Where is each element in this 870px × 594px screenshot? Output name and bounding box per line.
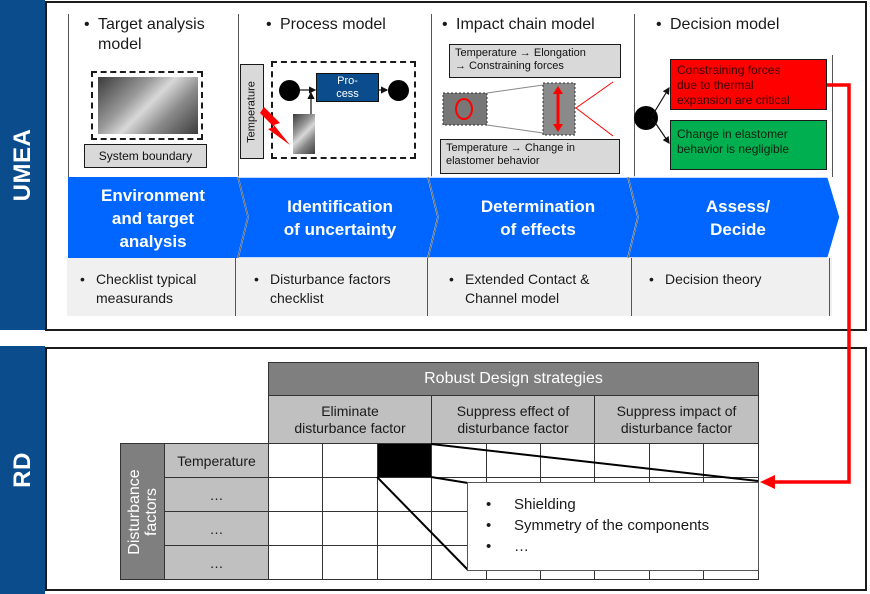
component-photo bbox=[293, 114, 315, 154]
grid-cell[interactable] bbox=[268, 443, 323, 478]
table-title: Robust Design strategies bbox=[268, 362, 759, 396]
decision-model-title: •Decision model bbox=[656, 16, 780, 33]
process-input-node bbox=[279, 80, 300, 101]
method-decide: •Decision theory bbox=[649, 271, 762, 287]
system-photo bbox=[98, 77, 198, 134]
column-divider bbox=[634, 14, 635, 177]
grid-cell[interactable] bbox=[377, 477, 432, 512]
detail-item: •Shielding bbox=[486, 496, 576, 513]
disturbance-row-label[interactable]: … bbox=[164, 545, 269, 580]
umea-section-label: UMEA bbox=[0, 0, 45, 330]
system-boundary-label: System boundary bbox=[84, 144, 207, 168]
disturbance-row-label[interactable]: Temperature bbox=[164, 443, 269, 478]
grid-cell[interactable] bbox=[322, 511, 378, 546]
chain-elastomer-box: Temperature → Change in elastomer behavi… bbox=[440, 139, 620, 174]
grid-cell[interactable] bbox=[268, 477, 323, 512]
rd-label-text: RD bbox=[8, 452, 36, 488]
grid-cell[interactable] bbox=[703, 443, 759, 478]
grid-cell[interactable] bbox=[377, 511, 432, 546]
process-model-title: •Process model bbox=[266, 16, 386, 33]
process-boundary-outline bbox=[271, 61, 416, 159]
grid-cell[interactable] bbox=[431, 443, 487, 478]
column-divider bbox=[235, 258, 236, 316]
process-box: Pro-cess bbox=[316, 73, 379, 102]
grid-cell[interactable] bbox=[649, 443, 704, 478]
decision-critical-box: Constraining forces due to thermal expan… bbox=[670, 59, 827, 110]
lightning-icon bbox=[260, 107, 290, 145]
decision-branches bbox=[651, 86, 670, 144]
grid-cell[interactable] bbox=[322, 545, 378, 580]
column-divider bbox=[832, 55, 833, 177]
umea-label-text: UMEA bbox=[8, 128, 36, 202]
impact-chain-zoom bbox=[442, 81, 614, 137]
phase-chevron-environment[interactable] bbox=[68, 177, 248, 258]
method-effects: •Extended Contact & Channel model bbox=[449, 271, 590, 306]
column-divider bbox=[431, 14, 432, 177]
process-model-arrows bbox=[260, 86, 389, 145]
decision-node bbox=[634, 106, 658, 130]
impact-chain-title: •Impact chain model bbox=[442, 16, 595, 33]
phase-label-decide: Assess/ Decide bbox=[705, 197, 771, 239]
grid-cell[interactable] bbox=[268, 511, 323, 546]
grid-cell[interactable] bbox=[322, 477, 378, 512]
decision-negligible-box: Change in elastomer behavior is negligib… bbox=[670, 120, 827, 170]
detail-item: •Symmetry of the components bbox=[486, 517, 710, 534]
grid-cell-highlighted[interactable] bbox=[377, 443, 432, 478]
column-divider bbox=[829, 258, 830, 316]
grid-cell[interactable] bbox=[268, 545, 323, 580]
phase-label-uncertainty: Identification of uncertainty bbox=[283, 197, 397, 239]
strategy-detail-popup: •Shielding •Symmetry of the components •… bbox=[467, 482, 759, 571]
phase-label-environment: Environment and target analysis bbox=[101, 186, 205, 251]
target-analysis-title: •Target analysis model bbox=[84, 16, 205, 53]
system-boundary-outline bbox=[91, 71, 203, 140]
grid-cell[interactable] bbox=[540, 443, 595, 478]
focus-circle-icon bbox=[455, 98, 473, 120]
rd-section-label: RD bbox=[0, 346, 45, 594]
phase-label-effects: Determination of effects bbox=[480, 197, 596, 239]
method-environment: •Checklist typical measurands bbox=[80, 271, 197, 306]
column-divider bbox=[427, 258, 428, 316]
methods-band bbox=[67, 258, 832, 316]
column-divider bbox=[68, 14, 69, 177]
chain-elongation-box: Temperature → Elongation → Constraining … bbox=[449, 44, 621, 78]
part-photo bbox=[442, 92, 488, 126]
disturbance-row-label[interactable]: … bbox=[164, 511, 269, 546]
grid-cell[interactable] bbox=[486, 443, 541, 478]
column-divider bbox=[238, 14, 239, 177]
grid-cell[interactable] bbox=[322, 443, 378, 478]
grid-cell[interactable] bbox=[594, 443, 650, 478]
column-divider bbox=[631, 258, 632, 316]
disturbance-row-label[interactable]: … bbox=[164, 477, 269, 512]
grid-cell[interactable] bbox=[377, 545, 432, 580]
process-output-node bbox=[388, 80, 409, 101]
method-uncertainty: •Disturbance factors checklist bbox=[254, 271, 391, 306]
detail-item: •… bbox=[486, 538, 529, 555]
